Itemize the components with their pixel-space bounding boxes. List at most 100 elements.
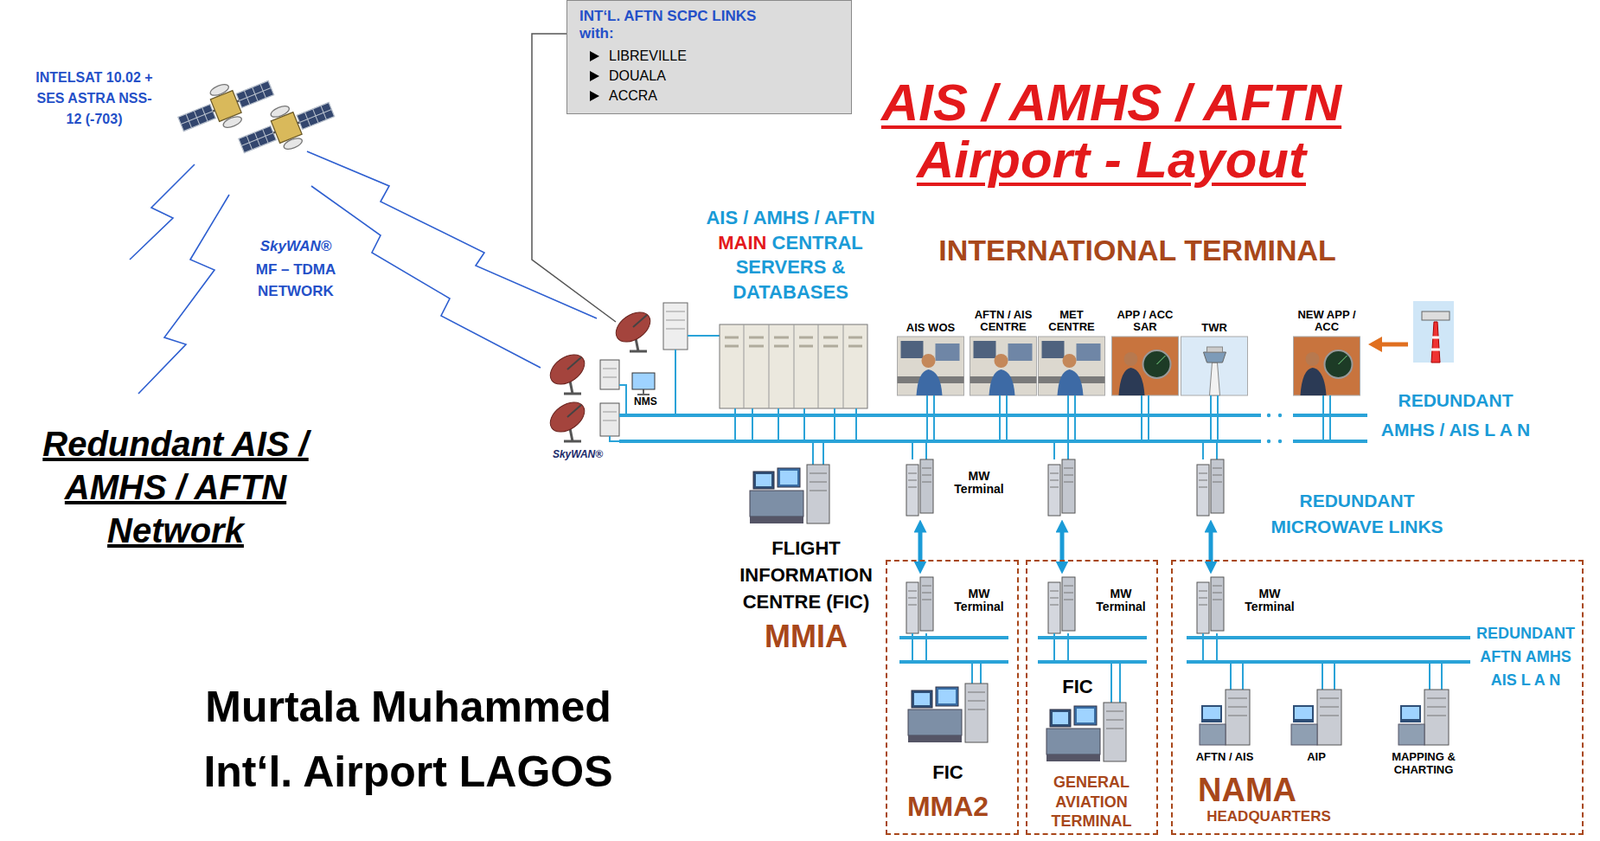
workstation bbox=[897, 336, 965, 396]
modem-rack bbox=[663, 302, 688, 350]
lan-stub bbox=[812, 441, 824, 465]
network-name: SkyWAN® bbox=[547, 448, 608, 461]
nms-monitor bbox=[632, 372, 655, 390]
terminal-label: MW Terminal bbox=[951, 469, 1007, 497]
radar-picture bbox=[1413, 300, 1454, 363]
lan-stub bbox=[927, 395, 1331, 442]
radio-link bbox=[129, 151, 597, 394]
site-name: MMIA bbox=[745, 619, 867, 654]
workstation-label: MET CENTRE bbox=[1040, 308, 1103, 334]
word: SERVERS bbox=[736, 256, 832, 278]
callout-heading: INT‘L. AFTN SCPC LINKS with: bbox=[579, 7, 779, 44]
workstation-label: APP / ACC SAR bbox=[1113, 308, 1177, 334]
console bbox=[749, 464, 830, 524]
satellite bbox=[233, 89, 340, 167]
list-item: LIBREVILLE bbox=[608, 47, 782, 64]
mw-server bbox=[906, 459, 934, 516]
radar-picture bbox=[1431, 321, 1440, 363]
terminal-box: MW Terminal bbox=[899, 575, 1011, 636]
lan-line bbox=[619, 415, 1368, 442]
word: CENTRAL bbox=[772, 231, 864, 254]
word: / bbox=[742, 206, 753, 229]
lan-line bbox=[899, 637, 1471, 662]
modem-rack bbox=[600, 403, 620, 436]
dish bbox=[544, 348, 590, 394]
lan-line bbox=[899, 637, 1471, 662]
site-subtitle: HEADQUARTERS bbox=[1199, 807, 1338, 826]
fic-label: FLIGHT INFORMATION CENTRE (FIC) bbox=[732, 535, 880, 615]
terminal-heading: INTERNATIONAL TERMINAL bbox=[912, 233, 1363, 268]
site-region: REDUNDANT AFTN AMHS AIS L A NAFTN / AISA… bbox=[1171, 559, 1584, 835]
wire bbox=[609, 384, 627, 442]
server-rack bbox=[724, 337, 863, 346]
pointer-arrow bbox=[1368, 336, 1408, 352]
list-item: ACCRA bbox=[608, 87, 782, 104]
server-rack bbox=[719, 324, 868, 409]
site-region: FIC GENERAL AVIATION TERMINAL MW Terminal bbox=[1025, 559, 1159, 835]
lan-stub bbox=[912, 441, 1217, 460]
lan-gap bbox=[1267, 413, 1271, 417]
airport-name: Murtala Muhammed Int‘l. Airport LAGOS bbox=[183, 674, 634, 805]
modem-rack bbox=[600, 359, 620, 436]
radar-picture bbox=[1413, 300, 1454, 363]
workstation bbox=[1038, 336, 1106, 396]
lan-stub bbox=[735, 395, 1331, 465]
console bbox=[1046, 702, 1127, 762]
terminal-box: MW Terminal bbox=[1041, 575, 1152, 636]
workstation-label: AIS WOS bbox=[899, 321, 962, 334]
workstation bbox=[1293, 336, 1361, 396]
terminal-box: MW Terminal bbox=[1190, 575, 1301, 636]
fic-label: FIC bbox=[921, 761, 974, 784]
mw-server bbox=[1196, 576, 1224, 634]
nms-label: NMS bbox=[633, 395, 658, 408]
diagram-title: AIS / AMHS / AFTN Airport - Layout bbox=[843, 74, 1380, 189]
modem-rack bbox=[600, 359, 620, 390]
network-name: SkyWAN® bbox=[248, 236, 344, 256]
workstation-label: TWR bbox=[1183, 321, 1246, 334]
nms-monitor bbox=[637, 389, 650, 395]
server-label: AIS / AMHS / AFTN MAIN CENTRAL SERVERS &… bbox=[698, 205, 883, 305]
terminal-label: MW Terminal bbox=[1093, 587, 1149, 615]
dish bbox=[544, 396, 590, 442]
word: AFTN bbox=[824, 206, 876, 229]
site-name: NAMA bbox=[1186, 773, 1308, 808]
network-label: MF – TDMA NETWORK bbox=[248, 259, 344, 302]
mw-server bbox=[906, 576, 934, 634]
lan-line bbox=[619, 415, 1368, 442]
mw-server bbox=[1048, 459, 1076, 516]
cabinet bbox=[1291, 689, 1342, 745]
satellite bbox=[172, 67, 280, 145]
cabinet-label: AFTN / AIS bbox=[1188, 750, 1261, 764]
word: AIS bbox=[705, 206, 743, 229]
tower bbox=[1181, 336, 1248, 396]
radio-link bbox=[138, 194, 230, 394]
pointer-arrow bbox=[1368, 336, 1383, 352]
word: DATABASES bbox=[732, 281, 849, 303]
site-name: MMA2 bbox=[896, 791, 1000, 822]
terminal-box: MW Terminal bbox=[899, 457, 1011, 519]
fic-label: FIC bbox=[1051, 675, 1104, 698]
mw-server bbox=[1196, 459, 1224, 516]
lan-gap bbox=[1278, 413, 1282, 417]
radio-link bbox=[311, 185, 541, 368]
nms-monitor bbox=[632, 372, 655, 395]
word: & bbox=[831, 256, 845, 278]
site-name: GENERAL AVIATION TERMINAL bbox=[1030, 772, 1152, 832]
dish bbox=[610, 306, 656, 352]
lan-gap bbox=[1278, 439, 1282, 443]
server-rack bbox=[719, 324, 868, 409]
wire bbox=[675, 335, 720, 416]
radar-picture bbox=[1421, 311, 1450, 320]
modem-rack bbox=[602, 368, 617, 421]
radar-picture bbox=[1431, 337, 1440, 350]
workstation bbox=[1112, 336, 1179, 396]
cabinet-label: AIP bbox=[1280, 750, 1353, 764]
lan-stub bbox=[912, 633, 1442, 703]
terminal-label: MW Terminal bbox=[951, 587, 1007, 615]
modem-rack bbox=[663, 302, 688, 350]
cabinet bbox=[1398, 689, 1449, 745]
callout-box: INT‘L. AFTN SCPC LINKS with:LIBREVILLEDO… bbox=[566, 0, 852, 115]
lan-label: REDUNDANT AMHS / AIS L A N bbox=[1373, 385, 1538, 444]
